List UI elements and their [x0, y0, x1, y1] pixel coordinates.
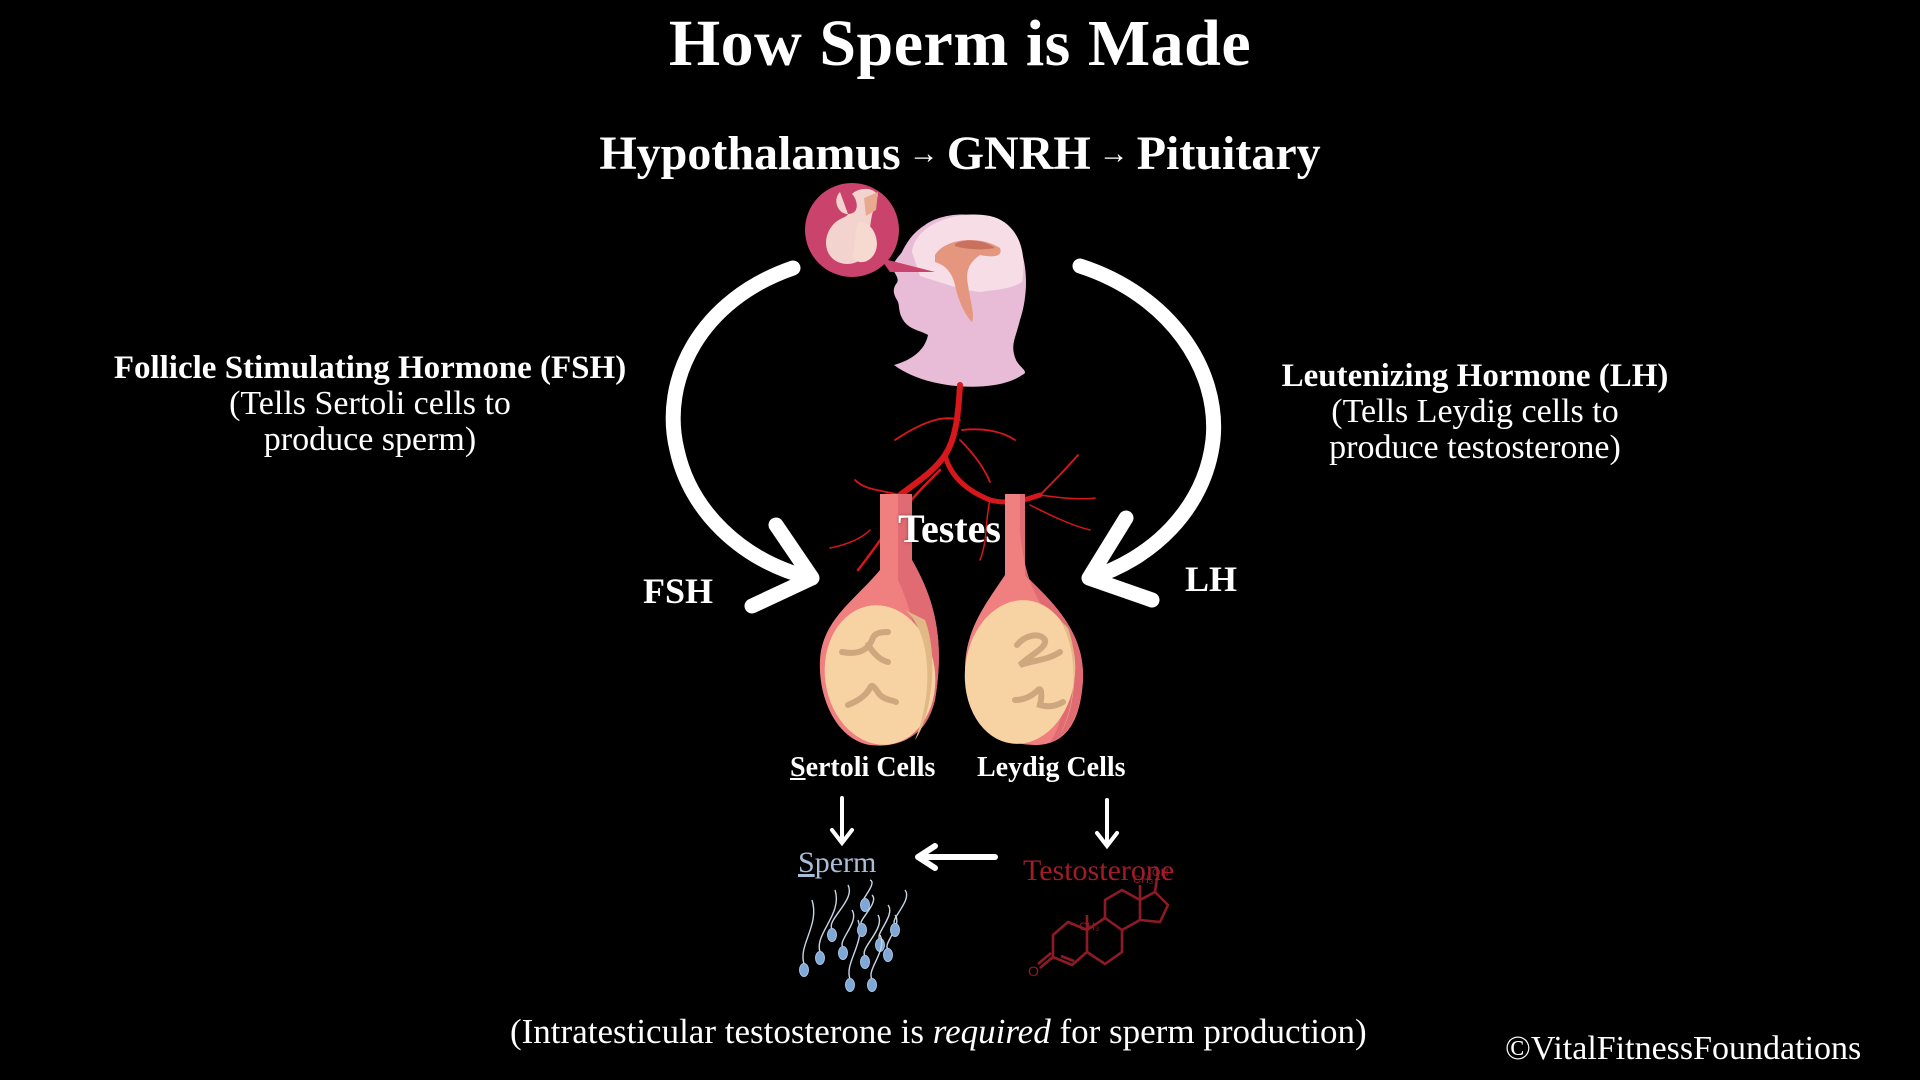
svg-text:CH₃: CH₃: [1133, 874, 1153, 886]
sperm-head: [860, 955, 870, 969]
footnote-before: (Intratesticular testosterone is: [510, 1012, 933, 1051]
pathway-gnrh: GNRH: [946, 127, 1091, 180]
testosterone-to-sperm-arrow-icon: [915, 843, 998, 871]
svg-text:OH: OH: [1152, 867, 1169, 879]
lh-desc-line1: (Tells Leydig cells to: [1331, 393, 1619, 430]
sperm-head: [815, 951, 825, 965]
sperm-tail: [893, 889, 908, 925]
lh-arrow-label: LH: [1185, 559, 1238, 599]
sperm-head: [890, 923, 900, 937]
sperm-head: [857, 923, 867, 937]
sperm-tail: [830, 884, 851, 930]
sertoli-cells-label: Sertoli Cells: [790, 752, 935, 784]
sperm-cells-icon: [799, 879, 908, 992]
blood-vessels-icon: [829, 382, 1096, 596]
arrow-right-icon: →: [908, 137, 939, 170]
lh-arrow-icon: [1072, 258, 1222, 608]
footnote: (Intratesticular testosterone is require…: [510, 1012, 1367, 1052]
fsh-description: Follicle Stimulating Hormone (FSH) (Tell…: [90, 350, 650, 458]
pituitary-gland-icon: [805, 183, 935, 277]
lh-description: Leutenizing Hormone (LH) (Tells Leydig c…: [1250, 358, 1700, 466]
pathway-pituitary: Pituitary: [1136, 127, 1321, 180]
sperm-head: [867, 978, 877, 992]
svg-text:CH₃: CH₃: [1079, 921, 1099, 933]
sertoli-to-sperm-arrow-icon: [830, 796, 854, 847]
fsh-name: Follicle Stimulating Hormone (FSH): [113, 350, 627, 386]
leydig-cells-label: Leydig Cells: [977, 752, 1126, 783]
sperm-head: [883, 948, 893, 962]
sperm-rest: perm: [814, 846, 877, 879]
sperm-tail: [802, 899, 815, 965]
fsh-arrow-label: FSH: [643, 571, 714, 611]
sperm-tail: [818, 889, 838, 953]
testosterone-label: Testosterone: [1023, 854, 1175, 887]
hormone-pathway: Hypothalamus→GNRH→Pituitary: [0, 126, 1920, 181]
sperm-head: [827, 928, 837, 942]
sperm-tail: [841, 909, 855, 948]
fsh-desc-line1: (Tells Sertoli cells to: [229, 385, 511, 422]
fsh-desc-line2: produce sperm): [263, 421, 477, 458]
sperm-head: [845, 978, 855, 992]
sertoli-rest: ertoli Cells: [805, 752, 936, 783]
sperm-head: [838, 946, 848, 960]
leydig-to-testosterone-arrow-icon: [1095, 798, 1119, 850]
sperm-tail: [870, 934, 883, 980]
testosterone-molecule-icon: [1037, 877, 1170, 969]
head-icon: [892, 214, 1026, 387]
svg-text:O: O: [1028, 963, 1039, 979]
sperm-initial: S: [798, 846, 815, 879]
arrow-right-icon: →: [1098, 137, 1129, 170]
footnote-emphasis: required: [932, 1012, 1051, 1051]
sperm-label: Sperm: [798, 846, 876, 880]
lh-desc-line2: produce testosterone): [1329, 429, 1621, 466]
lh-name: Leutenizing Hormone (LH): [1281, 358, 1669, 394]
sperm-tail: [863, 879, 873, 900]
footnote-after: for sperm production): [1050, 1012, 1367, 1051]
testes-label: Testes: [898, 506, 1001, 551]
sertoli-initial: S: [790, 752, 806, 783]
sperm-head: [799, 963, 809, 977]
molecule-labels: CH₃ OH CH₃ O: [1028, 867, 1169, 979]
testes-icon: [819, 494, 1084, 746]
copyright-notice: ©VitalFitnessFoundations: [1505, 1030, 1862, 1067]
page-title: How Sperm is Made: [668, 7, 1252, 80]
fsh-arrow-icon: [665, 260, 820, 614]
pathway-hypothalamus: Hypothalamus: [599, 127, 901, 180]
sperm-tail: [878, 904, 891, 940]
sperm-tail: [863, 914, 881, 957]
sperm-head: [860, 898, 870, 912]
